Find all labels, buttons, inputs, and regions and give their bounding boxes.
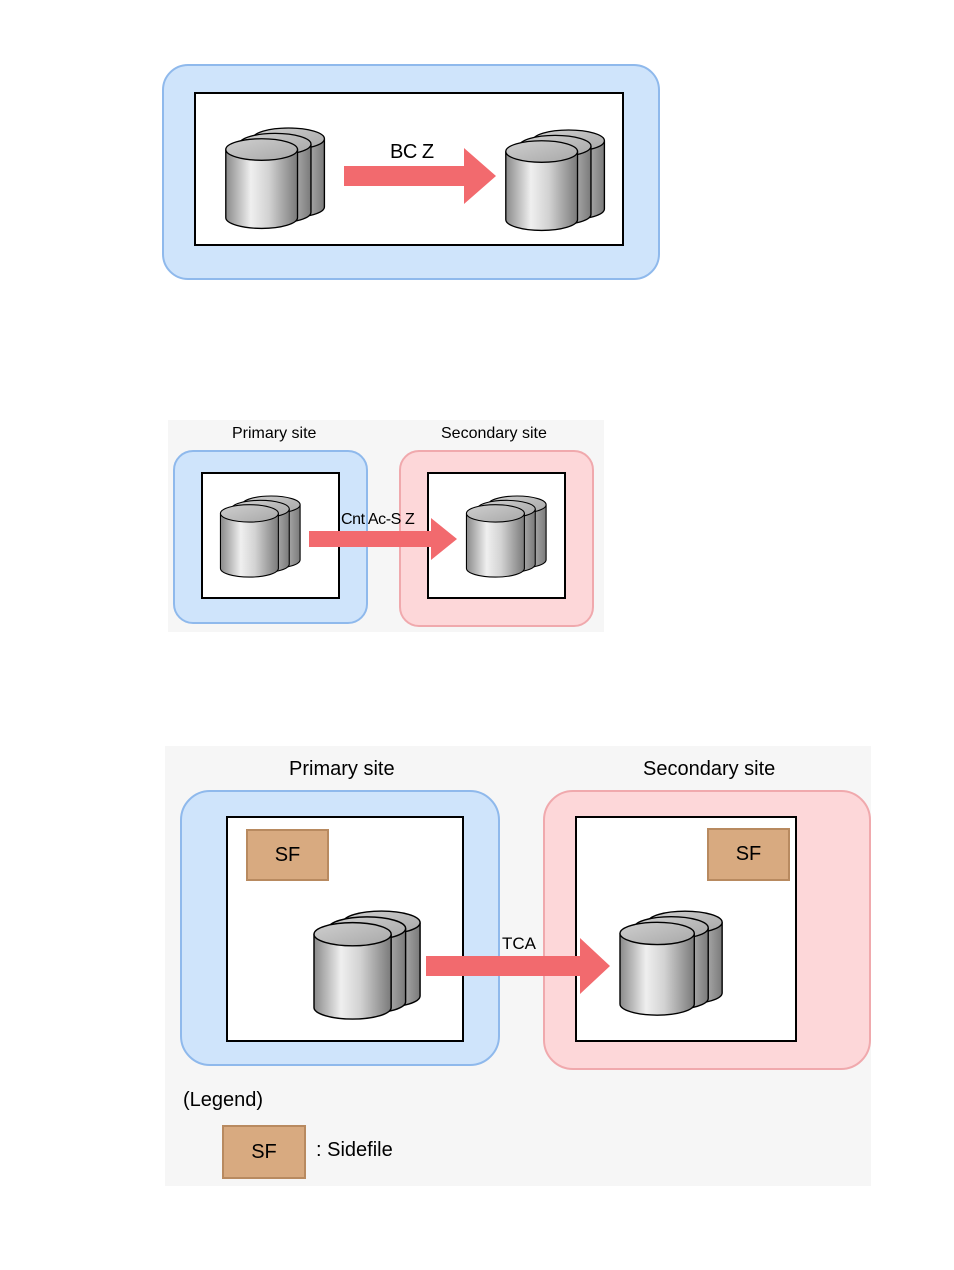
bcz-link-label: BC Z: [390, 141, 434, 164]
tca-secondary-sidefile: SF: [707, 828, 790, 881]
tca-primary-label: Primary site: [289, 758, 395, 781]
cntacs-secondary-label: Secondary site: [441, 425, 547, 443]
legend-sidefile-swatch: SF: [222, 1125, 306, 1179]
cntacs-target-disk-icon: [464, 496, 550, 580]
tca-link-label: TCA: [502, 934, 536, 954]
cntacs-source-disk-icon: [218, 496, 304, 580]
bcz-target-disk-icon: [500, 130, 612, 234]
cntacs-primary-label: Primary site: [232, 425, 316, 443]
tca-source-disk-icon: [314, 910, 422, 1024]
tca-secondary-label: Secondary site: [643, 758, 775, 781]
bcz-source-disk-icon: [220, 128, 332, 232]
tca-primary-sidefile: SF: [246, 829, 329, 881]
legend-sidefile-desc: : Sidefile: [316, 1139, 393, 1162]
tca-target-disk-icon: [620, 910, 724, 1020]
legend-title: (Legend): [183, 1089, 263, 1112]
cntacs-link-label: Cnt Ac-S Z: [341, 511, 414, 529]
